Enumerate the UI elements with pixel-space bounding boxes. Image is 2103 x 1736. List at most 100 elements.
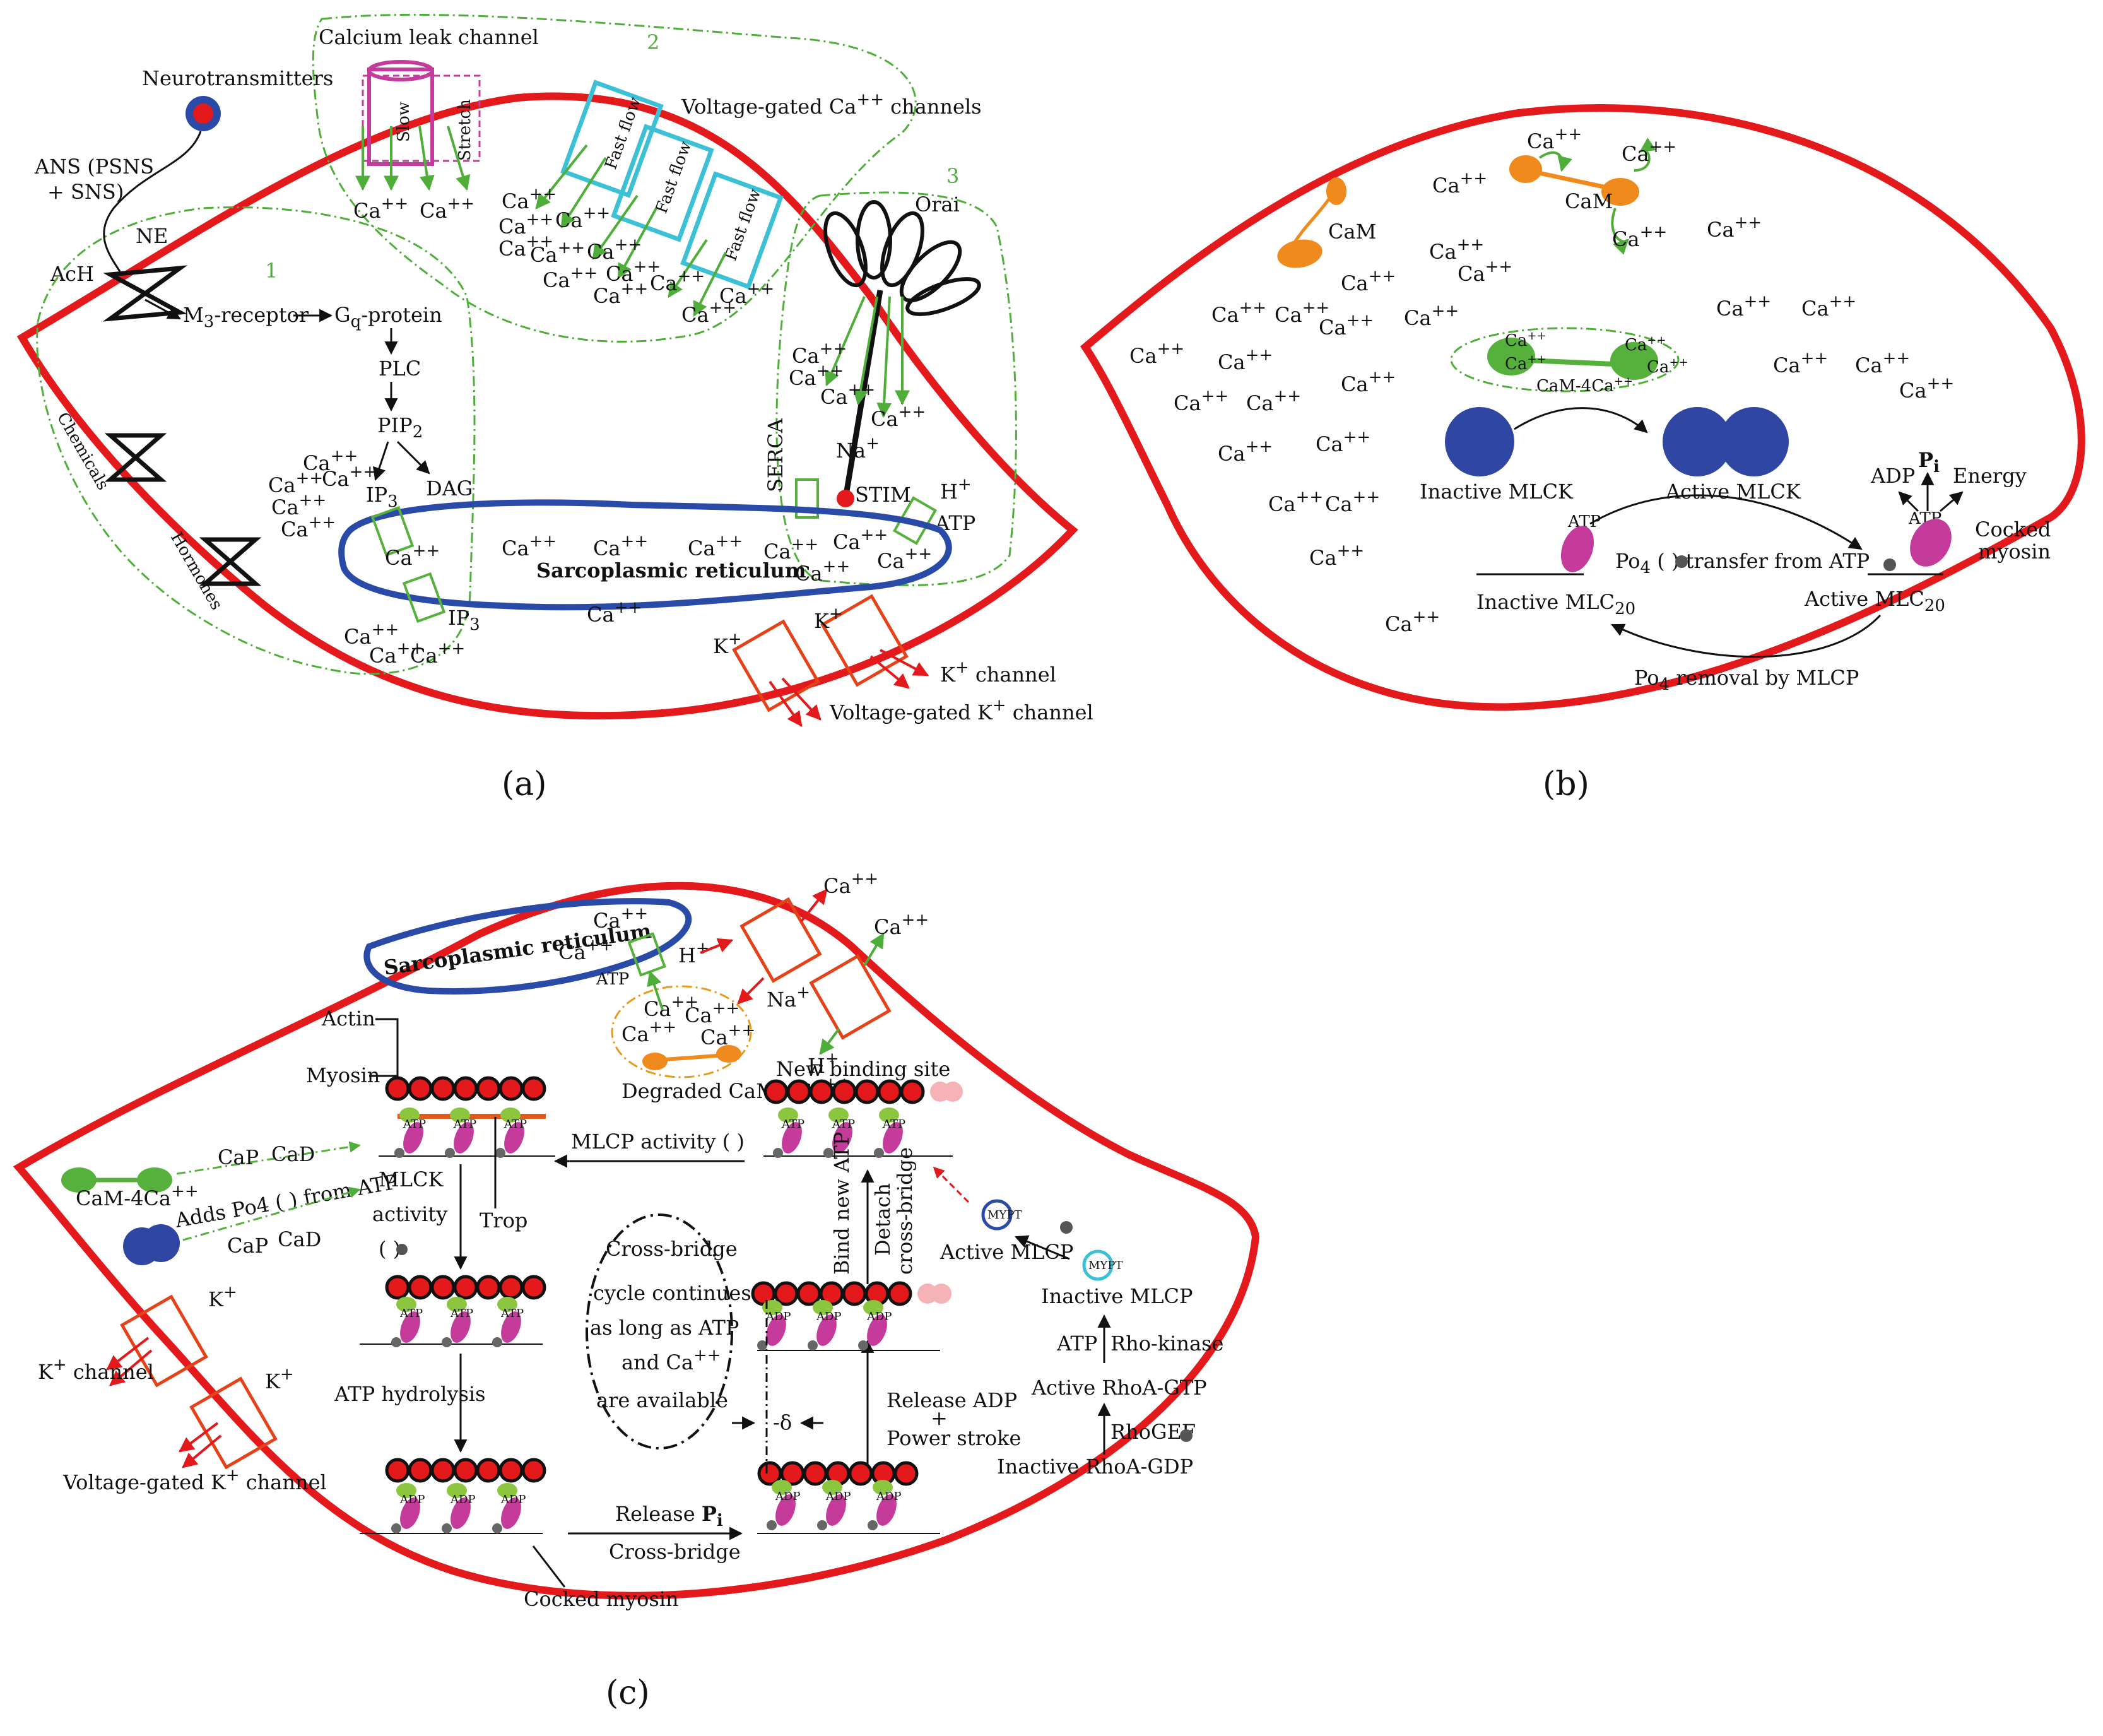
- actin-monomer: [803, 1461, 828, 1486]
- svg-text:Ca++: Ca++: [606, 257, 661, 286]
- vg-k-channel-label-a: Voltage-gated K+ channel: [829, 696, 1093, 724]
- pip2-label: PIP2: [377, 413, 423, 442]
- adp-label-b: ADP: [1870, 464, 1915, 488]
- actin-monomer: [774, 1281, 799, 1306]
- phosphate-dot: [495, 1148, 505, 1158]
- actin-monomer: [809, 1079, 834, 1104]
- svg-text:Ca++: Ca++: [555, 204, 610, 232]
- slow-label: Slow: [394, 102, 413, 142]
- adds-po4-label: Adds Po4 ( ) from ATP: [173, 1169, 399, 1232]
- actin-monomer: [877, 1079, 902, 1104]
- cell-membrane-b: [1080, 104, 2085, 711]
- svg-text:Ca++: Ca++: [587, 235, 642, 264]
- myosin-head: [826, 1494, 846, 1526]
- mlck-phospho-dot: [396, 1244, 408, 1255]
- svg-text:Ca++: Ca++: [1773, 349, 1828, 377]
- svg-text:Ca++: Ca++: [369, 639, 424, 668]
- ne-label: NE: [136, 224, 168, 248]
- svg-text:Ca++: Ca++: [322, 463, 377, 491]
- svg-text:Ca++: Ca++: [1211, 298, 1266, 327]
- cam-label-1: CaM: [1328, 220, 1376, 244]
- cycle-text-2: cycle continues: [593, 1281, 751, 1305]
- k-channel-c-1: [106, 1294, 208, 1388]
- to-energy-arrow: [1940, 491, 1964, 512]
- sr-c-ca-2: Ca++: [558, 936, 613, 964]
- phosphate-dot: [757, 1340, 767, 1350]
- active-mlc-label: Active MLC20: [1804, 587, 1945, 615]
- active-mlcp-icon: [981, 1199, 1013, 1231]
- ip3-ca-ions: Ca++ Ca++ Ca++ Ca++ Ca++ Ca++ Ca++ Ca++ …: [268, 447, 465, 668]
- myosin-label-b: myosin: [1978, 540, 2051, 564]
- phosphate-dot: [868, 1520, 878, 1530]
- to-adp-arrow: [1898, 491, 1919, 512]
- svg-text:Ca++: Ca++: [271, 491, 326, 519]
- svg-text:Ca++: Ca++: [1716, 292, 1771, 321]
- cam4ca-label-c: CaM-4Ca++: [76, 1182, 199, 1210]
- myosin-head: [816, 1314, 837, 1346]
- hormones-receptor-icon: [199, 537, 262, 586]
- degraded-cam-lobe-2: [716, 1045, 741, 1063]
- myosin-head: [454, 1122, 474, 1154]
- mypt-label-2: MYPT: [1088, 1259, 1122, 1272]
- power-stroke-label: Power stroke: [887, 1426, 1021, 1450]
- cap-label-1: CaP: [218, 1145, 259, 1169]
- head-nucleotide-label: ATP: [403, 1118, 426, 1131]
- actin-monomer: [385, 1458, 410, 1483]
- phosphate-dot: [442, 1337, 452, 1347]
- myosin-head: [766, 1314, 786, 1346]
- myosin-head: [400, 1311, 420, 1343]
- phosphate-dot: [773, 1148, 783, 1158]
- po4-removal-label: Po4 removal by MLCP: [1634, 666, 1859, 694]
- troponin-complex: [772, 1480, 792, 1495]
- cocked-label-b: Cocked: [1975, 517, 2051, 541]
- bind-new-atp-label: Bind new ATP: [830, 1132, 854, 1275]
- troponin-complex: [450, 1107, 470, 1123]
- cam-to-myosin-arrow: [176, 1141, 361, 1175]
- ip3-receptor-1-icon: [370, 505, 415, 557]
- cam-bound-lobe-1: [1509, 155, 1542, 183]
- actin-monomer: [832, 1079, 857, 1104]
- actin-monomer: [385, 1275, 410, 1300]
- cam4ca-label-b: CaM-4Ca++: [1536, 375, 1633, 396]
- ip3-label-1: IP3: [366, 483, 398, 511]
- actin-pointer: [375, 1018, 399, 1085]
- svg-text:Ca++: Ca++: [1899, 374, 1954, 403]
- dag-label: DAG: [426, 476, 473, 500]
- myosin-head: [832, 1122, 852, 1154]
- region-3-outline: [775, 191, 1017, 587]
- cam4ca-ca-2: Ca++: [1505, 353, 1546, 374]
- head-nucleotide-label: ADP: [866, 1310, 892, 1323]
- mlcp-activity-label: MLCP activity ( ): [571, 1130, 745, 1154]
- phosphate-dot: [492, 1523, 502, 1533]
- rho-kinase-label: Rho-kinase: [1110, 1332, 1223, 1355]
- region-2-number: 2: [647, 30, 659, 54]
- delta-label: -δ: [773, 1410, 792, 1434]
- phosphate-dot: [442, 1523, 452, 1533]
- svg-text:Ca++: Ca++: [650, 267, 705, 295]
- inactive-rhoa-label: Inactive RhoA-GDP: [997, 1455, 1193, 1479]
- dephosphorylation-arrow: [1611, 614, 1882, 658]
- actin-filament: [385, 1458, 546, 1483]
- myosin-label-c: Myosin: [306, 1063, 380, 1087]
- pip2-to-dag-arrow: [396, 440, 430, 475]
- orai-ca-2: Ca++: [789, 362, 844, 390]
- actin-filament: [385, 1275, 546, 1300]
- exchanger-channel-c-2: [809, 932, 892, 1055]
- svg-text:Ca++: Ca++: [1309, 541, 1364, 570]
- ans-nerve-line: [103, 131, 202, 272]
- orai-ca-3: Ca++: [820, 381, 875, 409]
- cam4ca-c-lobe-1: [61, 1167, 97, 1193]
- pip2-to-ip3-arrow: [373, 441, 389, 481]
- active-mlck-lobe-1: [1663, 407, 1732, 476]
- svg-text:Ca++: Ca++: [1385, 608, 1440, 636]
- phosphate-dot: [394, 1148, 404, 1158]
- cam-bound-lobe-2: [1601, 178, 1639, 206]
- cam4ca-complex-outline: [1450, 327, 1680, 393]
- active-mlck-label: Active MLCK: [1665, 480, 1801, 504]
- svg-text:Fast flow: Fast flow: [652, 139, 695, 216]
